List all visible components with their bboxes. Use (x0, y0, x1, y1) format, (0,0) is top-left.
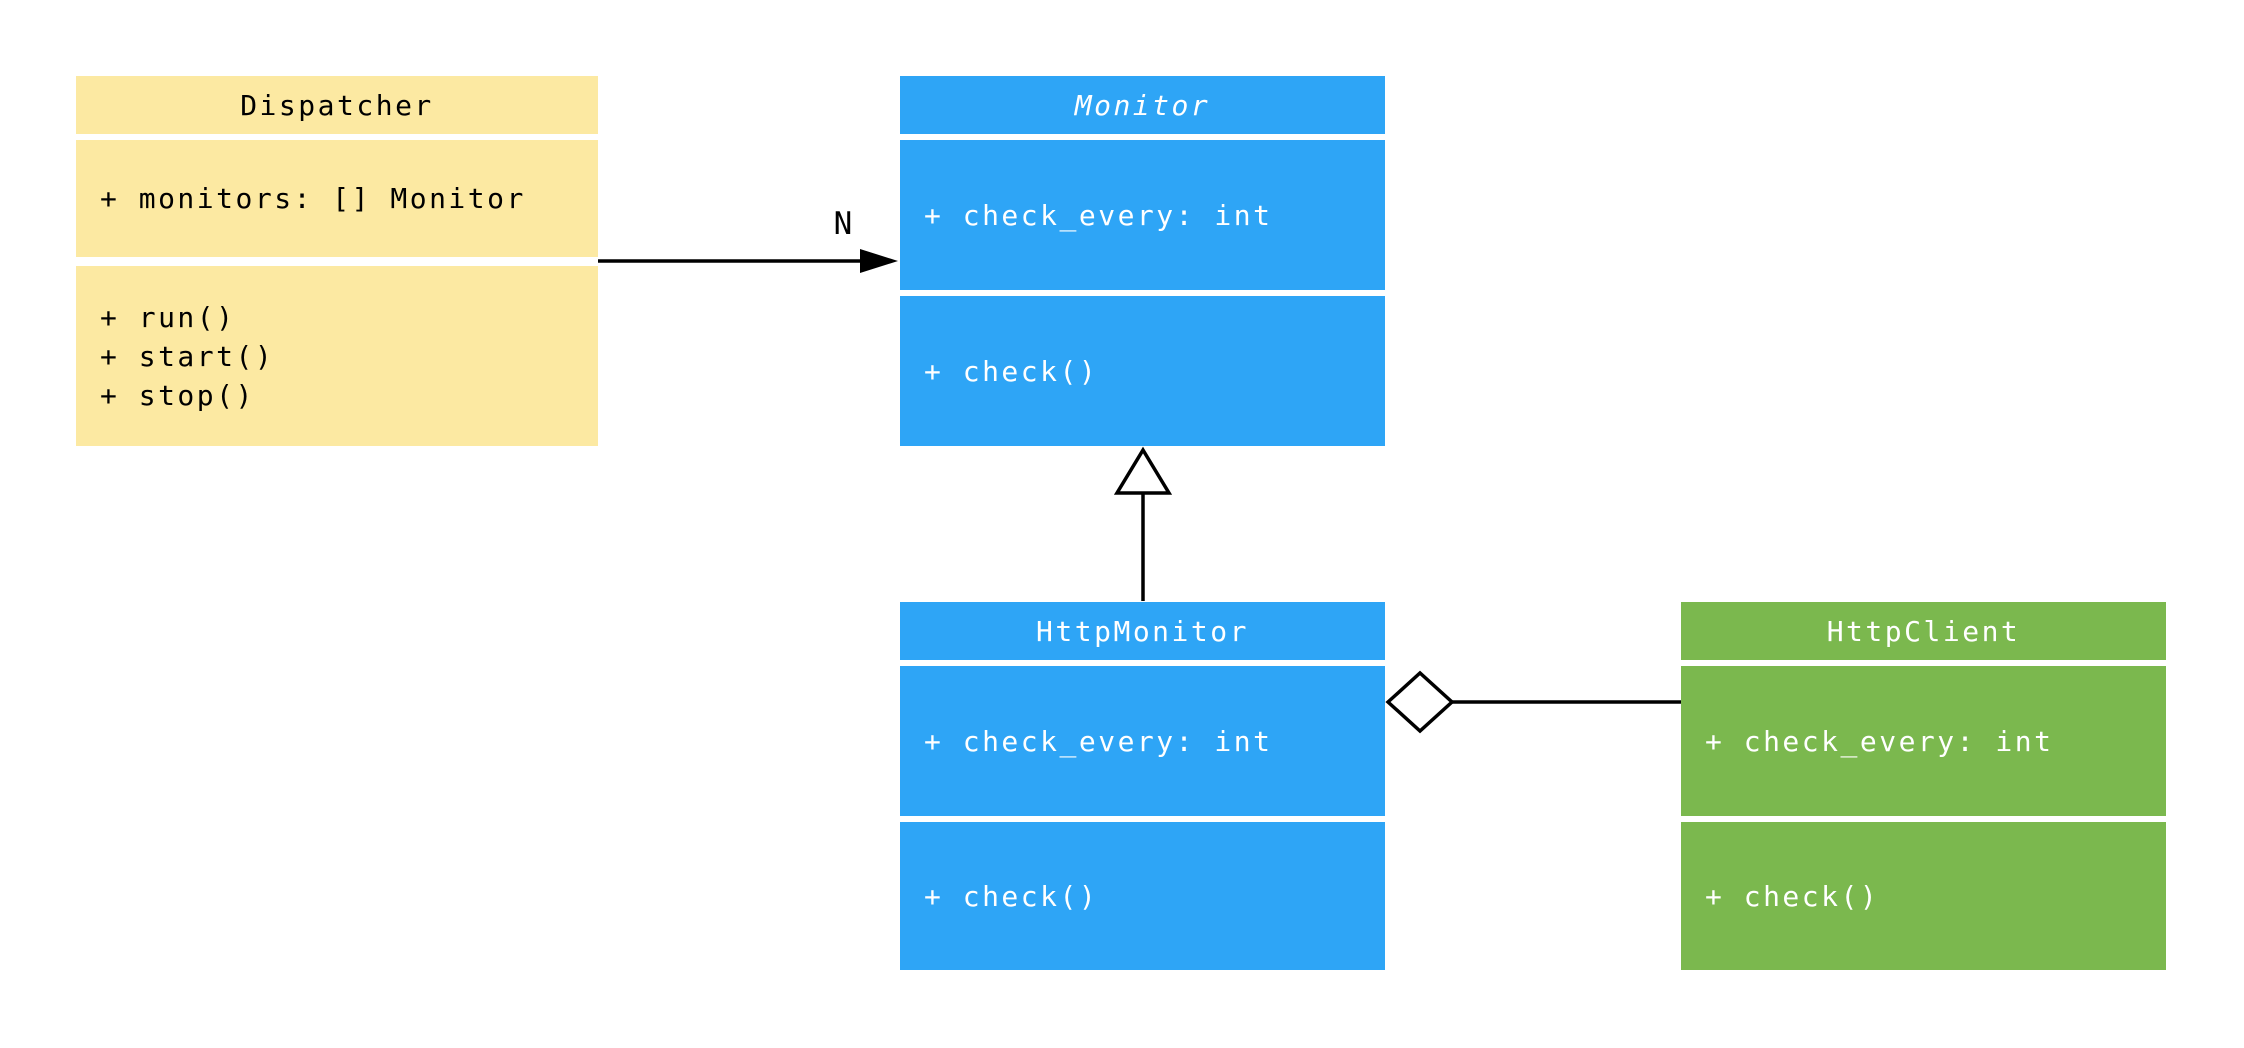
methods-compartment: + check() (900, 296, 1385, 446)
aggregation-connector-httpmonitor-httpclient (1385, 670, 1681, 734)
filled-arrowhead-icon (860, 249, 898, 273)
method-item: + stop() (100, 378, 255, 412)
attributes-compartment: + check_every: int (900, 140, 1385, 290)
class-title: Monitor (900, 76, 1385, 134)
class-name: HttpMonitor (1036, 614, 1249, 648)
method-item: + check() (924, 879, 1099, 913)
class-box-httpclient: HttpClient + check_every: int + check() (1681, 602, 2166, 970)
class-name: Dispatcher (240, 88, 434, 122)
hollow-diamond-icon (1385, 670, 1455, 734)
attribute-item: + check_every: int (1705, 724, 2054, 758)
method-item: + check() (924, 354, 1099, 388)
method-item: + run() (100, 300, 236, 334)
methods-compartment: + check() (900, 822, 1385, 970)
class-name: Monitor (1074, 88, 1211, 122)
class-name: HttpClient (1826, 614, 2021, 648)
class-title: HttpMonitor (900, 602, 1385, 660)
multiplicity-label: N (833, 206, 855, 242)
attributes-compartment: + monitors: [] Monitor (76, 140, 598, 257)
methods-compartment: + run() + start() + stop() (76, 266, 598, 446)
class-title: HttpClient (1681, 602, 2166, 660)
association-arrow-dispatcher-monitor (598, 249, 898, 273)
compartment-divider (76, 257, 598, 266)
attribute-item: + check_every: int (924, 724, 1273, 758)
attribute-item: + check_every: int (924, 198, 1273, 232)
class-title: Dispatcher (76, 76, 598, 134)
attributes-compartment: + check_every: int (1681, 666, 2166, 816)
attributes-compartment: + check_every: int (900, 666, 1385, 816)
method-item: + check() (1705, 879, 1880, 913)
generalization-arrow-httpmonitor-monitor (1113, 446, 1173, 601)
hollow-triangle-icon (1113, 446, 1173, 495)
attribute-item: + monitors: [] Monitor (100, 182, 526, 215)
class-box-httpmonitor: HttpMonitor + check_every: int + check() (900, 602, 1385, 970)
class-box-monitor: Monitor + check_every: int + check() (900, 76, 1385, 446)
class-box-dispatcher: Dispatcher + monitors: [] Monitor + run(… (76, 76, 598, 446)
methods-compartment: + check() (1681, 822, 2166, 970)
method-item: + start() (100, 339, 275, 373)
